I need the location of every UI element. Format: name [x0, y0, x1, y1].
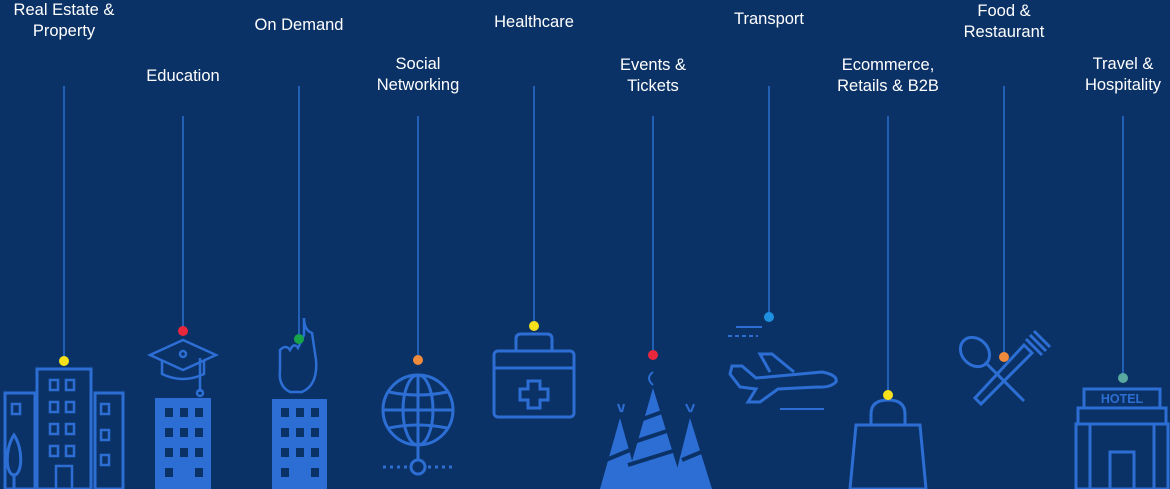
pointing-hand-icon: [272, 317, 327, 489]
dot-travel-hospitality: [1118, 373, 1128, 383]
industry-label-ecommerce[interactable]: Ecommerce, Retails & B2B: [837, 56, 939, 95]
industry-label-travel-hospitality[interactable]: Travel & Hospitality: [1084, 55, 1162, 94]
industry-label-healthcare[interactable]: Healthcare: [494, 13, 574, 31]
buildings-icon: [3, 367, 125, 489]
industry-label-real-estate[interactable]: Real Estate & Property: [13, 1, 115, 40]
dot-on-demand: [294, 334, 304, 344]
dot-events-tickets: [648, 350, 658, 360]
medical-kit-icon: [492, 332, 576, 419]
industry-label-education[interactable]: Education: [146, 67, 220, 85]
dots: [59, 312, 1128, 400]
industry-label-social-networking[interactable]: Social Networking: [376, 55, 460, 94]
globe-icon: [381, 373, 455, 476]
party-hats-icon: [600, 371, 712, 489]
hotel-icon: [1074, 387, 1170, 489]
dot-transport: [764, 312, 774, 322]
hanging-lines: [63, 86, 1124, 395]
dot-education: [178, 326, 188, 336]
industry-label-food-restaurant[interactable]: Food & Restaurant: [963, 2, 1045, 41]
dot-healthcare: [529, 321, 539, 331]
industry-label-on-demand[interactable]: On Demand: [254, 16, 344, 34]
dot-ecommerce: [883, 390, 893, 400]
industry-label-transport[interactable]: Transport: [734, 10, 804, 28]
airplane-icon: [728, 326, 838, 410]
graduation-cap-icon: [146, 338, 220, 489]
spoon-fork-icon: [958, 329, 1052, 407]
dot-real-estate: [59, 356, 69, 366]
dot-food-restaurant: [999, 352, 1009, 362]
shopping-bag-icon: [848, 398, 928, 489]
industry-label-events-tickets[interactable]: Events & Tickets: [619, 56, 687, 95]
hotel-sign-text: HOTEL: [1101, 392, 1144, 406]
dot-social-networking: [413, 355, 423, 365]
